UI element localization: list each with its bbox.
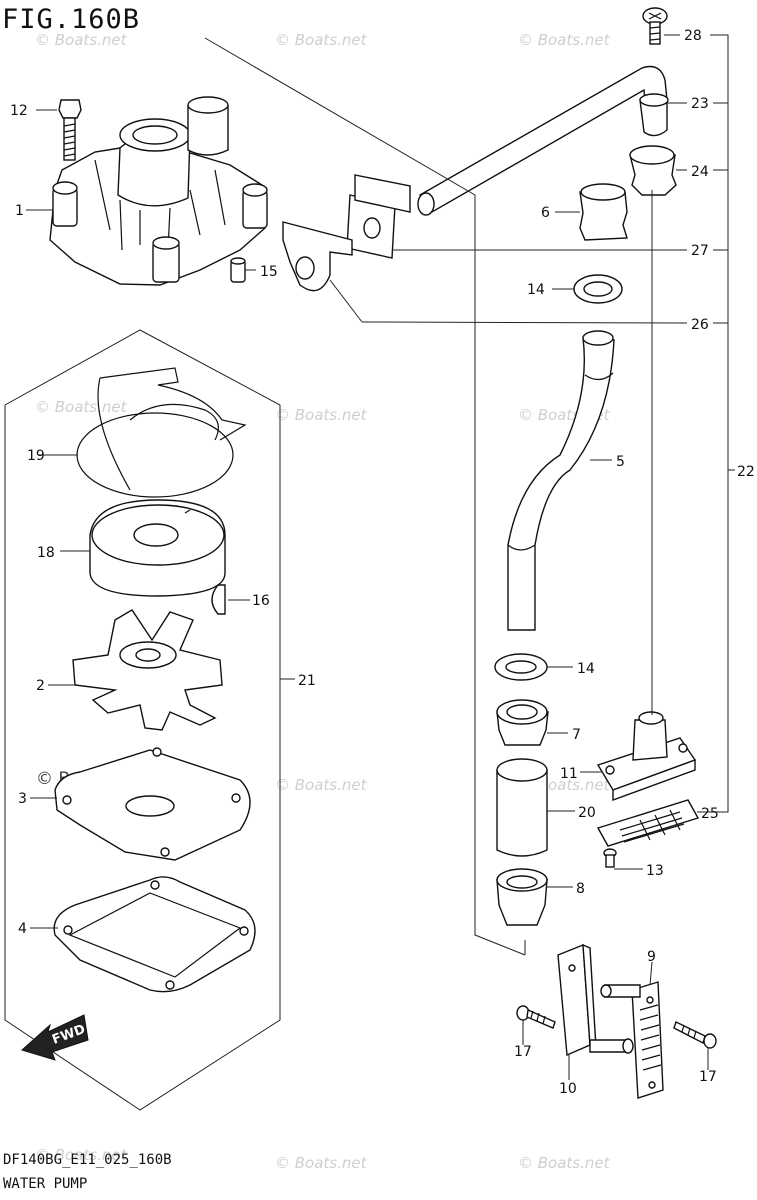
part-4-gasket [53,876,256,993]
callout-19: 19 [27,448,45,464]
part-20-tube [496,758,548,857]
watermark: © Boats.net [275,776,368,794]
watermark: © Boats.net [275,1154,368,1172]
callout-4: 4 [18,921,27,937]
callout-17-left: 17 [514,1044,532,1060]
watermark: © Boats.net [35,31,128,49]
watermark: © Boats.net [518,31,611,49]
callout-17-right: 17 [699,1069,717,1085]
part-26-clamp [282,221,353,292]
callout-18: 18 [37,545,55,561]
part-25-screen [596,799,700,847]
callout-3: 3 [18,791,27,807]
figure-title: FIG.160B [2,4,141,35]
callout-28: 28 [684,28,702,44]
callout-24: 24 [691,164,709,180]
callout-21: 21 [298,673,316,689]
callout-7: 7 [572,727,581,743]
callout-26: 26 [691,317,709,333]
callout-2: 2 [36,678,45,694]
callout-10: 10 [559,1081,577,1097]
part-19-retainer [76,367,247,498]
footer-code: DF140BG_E11_025_160B [3,1152,172,1168]
watermark: © Boats.net [275,406,368,424]
part-9-bracket [600,981,664,1099]
part-15-pin [230,257,246,283]
part-1-pump-housing [49,96,268,286]
callout-9: 9 [647,949,656,965]
watermark: © Boats.net [35,1146,128,1164]
part-12-bolt [58,99,82,161]
callout-12: 12 [10,103,28,119]
part-11-strainer [596,711,697,802]
callout-14-upper: 14 [527,282,545,298]
callout-6: 6 [541,205,550,221]
callout-14-lower: 14 [577,661,595,677]
part-16-key [211,584,226,615]
part-10-bracket [557,943,634,1057]
watermark: © Boats.net [518,1154,611,1172]
part-23-grommet [639,93,669,137]
callout-8: 8 [576,881,585,897]
callout-13: 13 [646,863,664,879]
part-2-impeller [72,609,223,731]
part-7-grommet [496,699,549,746]
watermark: © Boats.net [275,31,368,49]
callout-25: 25 [701,806,719,822]
callout-16: 16 [252,593,270,609]
watermark: © Boats.net [35,398,128,416]
callout-1: 1 [15,203,24,219]
part-24-grommet [629,145,677,196]
part-17-screw-left [516,1005,556,1029]
callout-15: 15 [260,264,278,280]
part-6-grommet [579,183,628,241]
part-27-bracket [346,174,411,259]
part-17-screw-right [673,1021,717,1049]
leader-lines [4,34,735,1111]
callout-22: 22 [737,464,755,480]
callout-27: 27 [691,243,709,259]
part-8-grommet [496,868,548,926]
upper-water-tube [417,65,668,216]
part-14-washer-lower [494,653,548,681]
callout-20: 20 [578,805,596,821]
part-14-washer-upper [573,274,623,304]
callouts: 12 1 15 19 18 16 2 21 3 4 28 23 24 6 27 … [10,28,755,1097]
callout-11: 11 [560,766,578,782]
callout-5: 5 [616,454,625,470]
part-5-hose [507,330,615,631]
part-28-screw [642,7,668,45]
callout-23: 23 [691,96,709,112]
part-13-screw [603,848,617,868]
footer-name: WATER PUMP [3,1176,88,1192]
part-18-liner [89,499,226,597]
part-3-plate [54,747,251,861]
